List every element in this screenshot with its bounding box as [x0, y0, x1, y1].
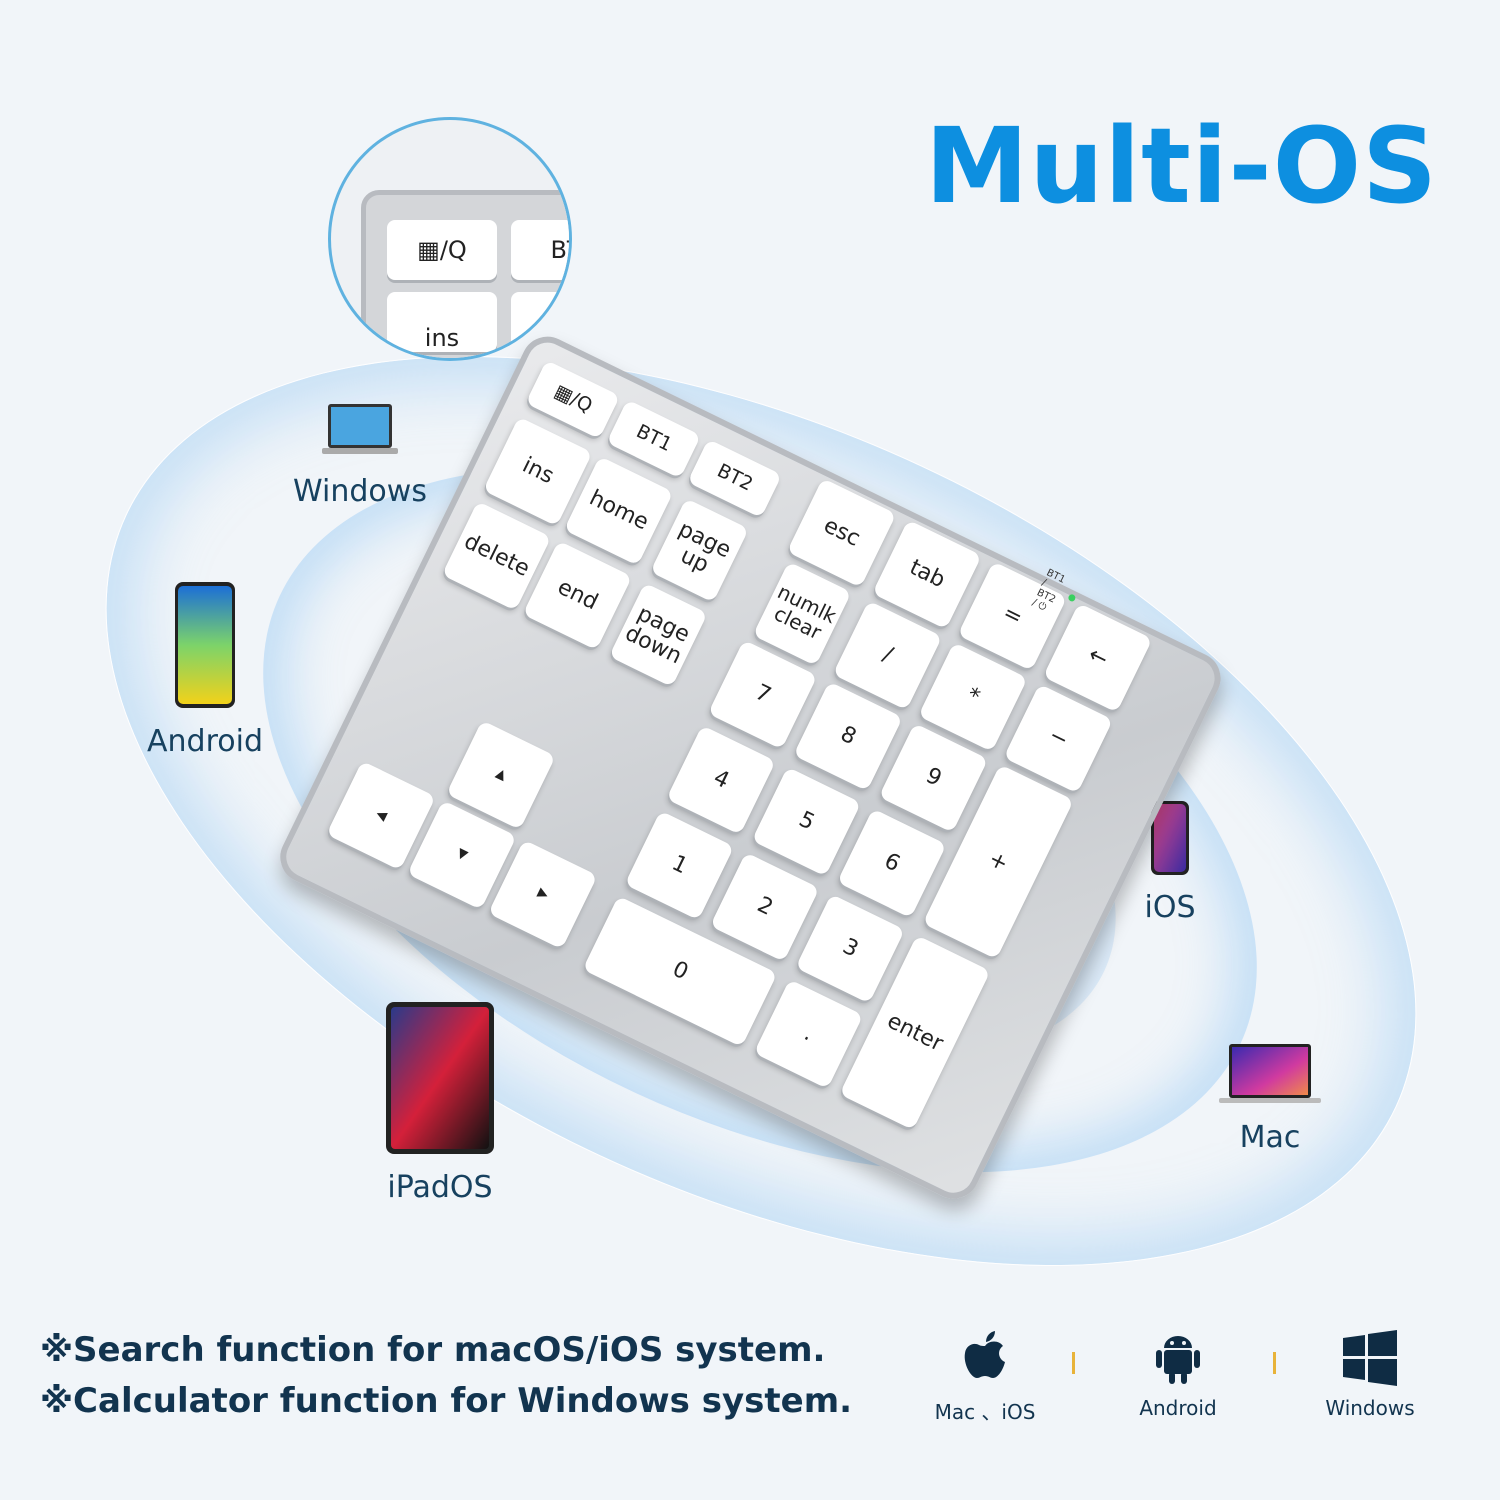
os-label: Windows: [1325, 1396, 1415, 1420]
laptop-icon: [1219, 1044, 1321, 1103]
os-android: Android: [1098, 1330, 1258, 1420]
separator: [1072, 1352, 1075, 1374]
laptop-icon: [322, 404, 398, 454]
key-bt1: BT: [511, 220, 569, 280]
device-label: Mac: [1239, 1120, 1301, 1155]
os-label: Mac 、iOS: [934, 1400, 1036, 1424]
os-label: Android: [1139, 1396, 1217, 1420]
android-icon: [1156, 1336, 1200, 1384]
phone-icon: [175, 582, 235, 708]
device-ipad: iPadOS: [365, 1000, 515, 1205]
key-blank: [511, 292, 569, 352]
zoom-callout: ▦/Q BT ins: [328, 117, 572, 361]
device-label: iOS: [1144, 890, 1196, 925]
tablet-icon: [386, 1002, 494, 1154]
note-search: ※Search function for macOS/iOS system.: [40, 1330, 826, 1370]
device-android: Android: [130, 580, 280, 759]
device-label: Android: [147, 724, 263, 759]
windows-icon: [1343, 1330, 1397, 1386]
device-windows: Windows: [285, 400, 435, 509]
device-label: Windows: [293, 474, 427, 509]
apple-icon: [964, 1331, 1005, 1378]
os-windows: Windows: [1290, 1330, 1450, 1420]
device-ios: iOS: [1095, 800, 1245, 925]
phone-icon: [1151, 801, 1189, 875]
page-title: Multi-OS: [925, 105, 1439, 227]
separator: [1273, 1352, 1276, 1374]
key-ins: ins: [387, 292, 497, 352]
key-calc-search: ▦/Q: [387, 220, 497, 280]
device-label: iPadOS: [387, 1170, 493, 1205]
device-mac: Mac: [1195, 1040, 1345, 1155]
os-mac-ios: Mac 、iOS: [905, 1330, 1065, 1425]
note-calculator: ※Calculator function for Windows system.: [40, 1381, 853, 1421]
